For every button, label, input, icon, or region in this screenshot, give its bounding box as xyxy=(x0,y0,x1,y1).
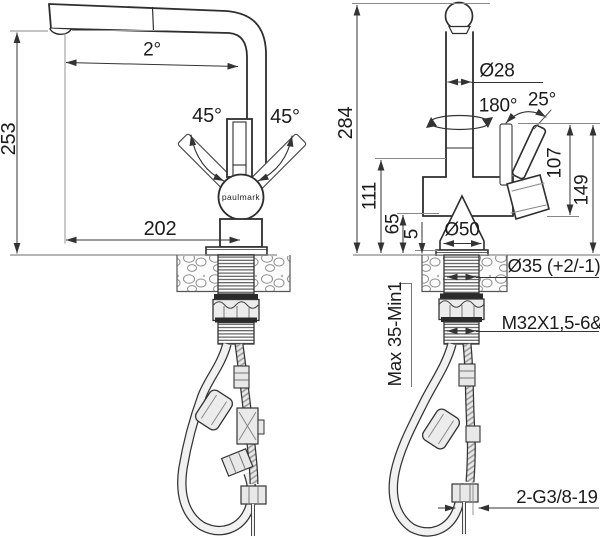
hose-connector-front xyxy=(233,365,250,389)
inline-fitting-side xyxy=(465,425,481,443)
shank-gasket-side xyxy=(440,293,483,299)
swing-arc-right xyxy=(257,135,294,182)
pullout-hose-front xyxy=(177,342,257,536)
shank-thread-upper xyxy=(217,254,255,295)
dim-handle-swing-right: 45° xyxy=(270,106,300,128)
dim-spout-clearance: 111 xyxy=(359,181,381,211)
lever-angle-arc xyxy=(505,108,547,124)
dim-line-2deg xyxy=(65,59,239,70)
shank-gasket xyxy=(214,294,258,300)
base-flange xyxy=(205,246,268,256)
dim-height-front: 253 xyxy=(0,122,20,156)
nut-gasket xyxy=(215,317,257,323)
lever-ghost-side xyxy=(499,123,513,186)
dim-mounting-thread: M32X1,5-6& xyxy=(501,311,600,333)
hex-fitting-side xyxy=(451,483,479,534)
swivel-arrow-right xyxy=(482,117,493,128)
hose-weight-side xyxy=(421,408,461,450)
aerator xyxy=(49,27,72,36)
spout-outline xyxy=(48,3,267,176)
dim-handle-swing-left: 45° xyxy=(192,105,222,127)
shank-thread-lower-side xyxy=(443,321,480,345)
dim-hose-connection: 2-G3/8-19 xyxy=(516,485,598,507)
dim-lever-length: 107 xyxy=(544,147,566,179)
granite-left xyxy=(177,256,218,292)
pullout-hose-side xyxy=(388,342,465,537)
shank-thread-lower xyxy=(217,321,255,345)
side-counter-section xyxy=(353,254,600,537)
spout-collar xyxy=(448,25,471,35)
dim-body-height: 65 xyxy=(382,213,404,235)
dim-height-side: 284 xyxy=(335,106,357,140)
dim-base-plate-height: 5 xyxy=(401,228,423,240)
dim-hole-diameter: Ø35 (+2/-1) xyxy=(507,254,600,276)
swivel-arrow-left xyxy=(426,117,437,128)
swing-arc-left xyxy=(189,134,225,182)
nut-gasket-side xyxy=(441,317,482,322)
spout-ball-top xyxy=(444,1,474,31)
mounting-nut xyxy=(212,298,260,322)
dim-spout-angle: 2° xyxy=(143,39,161,61)
body-column xyxy=(219,218,263,248)
brand-logo: paulmark xyxy=(221,191,261,202)
dim-swivel-angle: 180° xyxy=(478,95,518,117)
dim-spout-diameter: Ø28 xyxy=(479,60,515,82)
dim-base-diameter: Ø50 xyxy=(444,219,480,241)
dim-reach: 202 xyxy=(143,218,177,240)
hex-fitting-front-b xyxy=(240,485,267,536)
hex-fitting-front-a xyxy=(220,448,254,477)
riser-pipe-side xyxy=(445,31,474,178)
dim-lever-height: 149 xyxy=(571,174,593,206)
shank-thread-upper-side xyxy=(443,254,480,295)
front-counter-section xyxy=(10,254,291,536)
front-view xyxy=(48,3,307,256)
swivel-ellipse xyxy=(429,114,490,131)
granite-side-right xyxy=(479,256,507,292)
hose-connector-side xyxy=(458,363,476,387)
lever-side xyxy=(511,124,547,180)
hose-weight-front xyxy=(194,389,234,431)
dim-deck-thickness: Max 35-Min1 xyxy=(383,281,405,387)
granite-side-left xyxy=(422,256,444,292)
granite-right xyxy=(254,256,290,292)
lever-base-side xyxy=(506,174,550,221)
dimension-lines xyxy=(10,3,600,515)
handle-lever xyxy=(226,118,253,178)
dim-lever-angle: 25° xyxy=(527,89,557,111)
side-view xyxy=(422,1,552,258)
